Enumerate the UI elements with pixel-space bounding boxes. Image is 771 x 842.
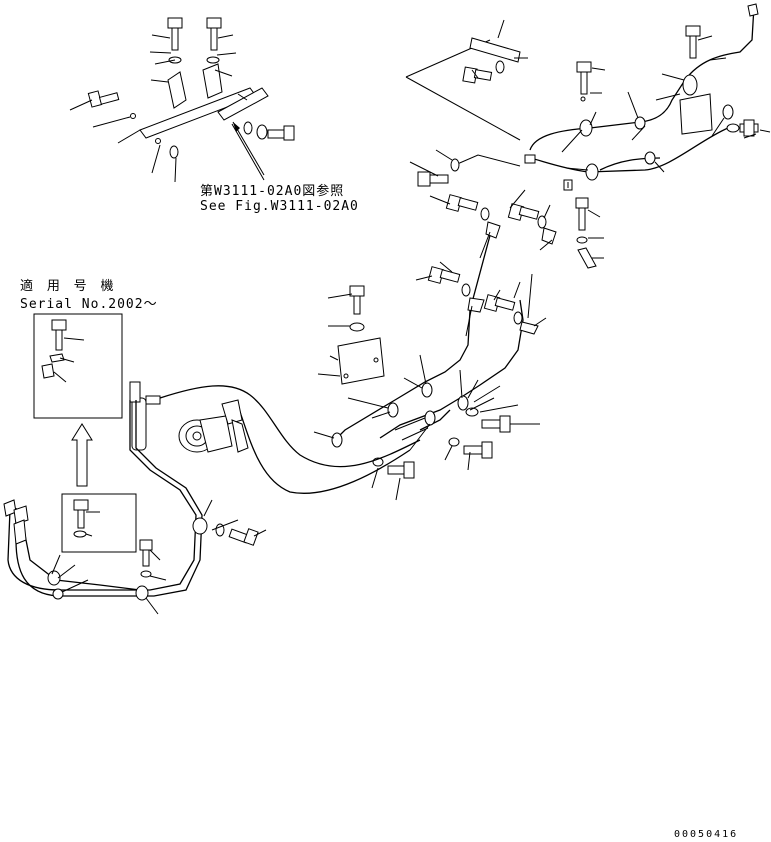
receiver-fitting [145,395,161,405]
middle-routing [313,149,557,501]
bolt [73,499,89,529]
washer [256,124,268,140]
hose-end [747,3,759,17]
washer [726,123,740,133]
bolt [427,266,461,284]
bolt [685,25,701,59]
hose-clamp [644,151,656,165]
receiver-fitting [129,381,141,403]
bolt [206,17,222,51]
washer [480,207,490,221]
top-left-bracket-assembly [69,17,295,183]
bolt [267,125,295,141]
washer [140,570,152,578]
hose-fitting [221,399,243,425]
receiver-drier [131,397,147,451]
hose-clamp [682,74,698,96]
hose-clamp [579,119,593,137]
hose-clamp [52,588,64,600]
bolt [481,415,511,433]
washer [73,530,87,538]
inset-serial-box [33,313,123,419]
washer [465,407,479,417]
bolt [575,197,589,231]
left-routing [3,381,421,615]
bolt [417,171,449,187]
bracket-plate [167,71,187,109]
bracket-plate [202,63,223,99]
washer [450,158,460,172]
bolt [167,17,183,51]
washer [215,523,225,537]
bolt [87,90,120,108]
hose-clamp [387,402,399,418]
hose-clamp [722,104,734,120]
inset-lower-box [61,493,137,553]
bolt [228,528,259,546]
figure-reference-japanese: 第W3111-02A0図参照 [200,184,345,199]
figure-reference-english: See Fig.W3111-02A0 [200,199,359,214]
washer [495,60,505,74]
washer [206,56,220,64]
hose-fitting [519,321,539,335]
clamp-bar [139,87,257,139]
bracket-plate [679,93,713,135]
washer [49,353,65,363]
bolt [739,119,759,137]
bolt [139,539,153,567]
washer [513,311,523,325]
serial-number-range: Serial No.2002～ [20,297,158,312]
mounting-plate [337,337,385,385]
hose-clamp [424,410,436,426]
hose-clamp [192,517,208,535]
bracket-plate [469,37,521,63]
hose-clamp [47,570,61,586]
hose-end [13,519,27,545]
hose-clamp [421,382,433,398]
washer [349,322,365,332]
washer [243,121,253,135]
spacer [577,247,597,269]
hose-fitting [467,297,485,313]
hose-fitting [541,227,557,245]
washer [461,283,471,297]
hose-clamp [634,116,646,130]
bolt [51,319,67,351]
drawing-number: 00050416 [674,829,739,840]
connector [524,154,536,164]
washer [576,236,588,244]
washer [169,145,179,159]
bolt [387,461,415,479]
nut [130,113,136,119]
nut [373,357,379,363]
nut [343,373,349,379]
bolt [463,441,493,459]
bolt [349,285,365,315]
nut [155,138,161,144]
washer [537,215,547,229]
clamp-bar [217,87,269,121]
bolt [462,66,493,84]
hose-end [13,505,29,525]
hose-clamp [585,163,599,181]
compressor [178,415,233,453]
bolt [576,61,592,95]
washer [448,437,460,447]
top-right-routing [405,3,771,269]
nut [580,96,586,102]
upward-arrow [71,423,93,487]
hose-clamp [331,432,343,448]
hose-clamp [457,395,469,411]
bolt [483,294,516,312]
spacer [41,363,55,379]
serial-heading-japanese: 適 用 号 機 [20,279,117,294]
hose-clamp [135,585,149,601]
bolt [445,194,479,212]
bolt [507,203,540,221]
hose-fitting [231,419,249,453]
